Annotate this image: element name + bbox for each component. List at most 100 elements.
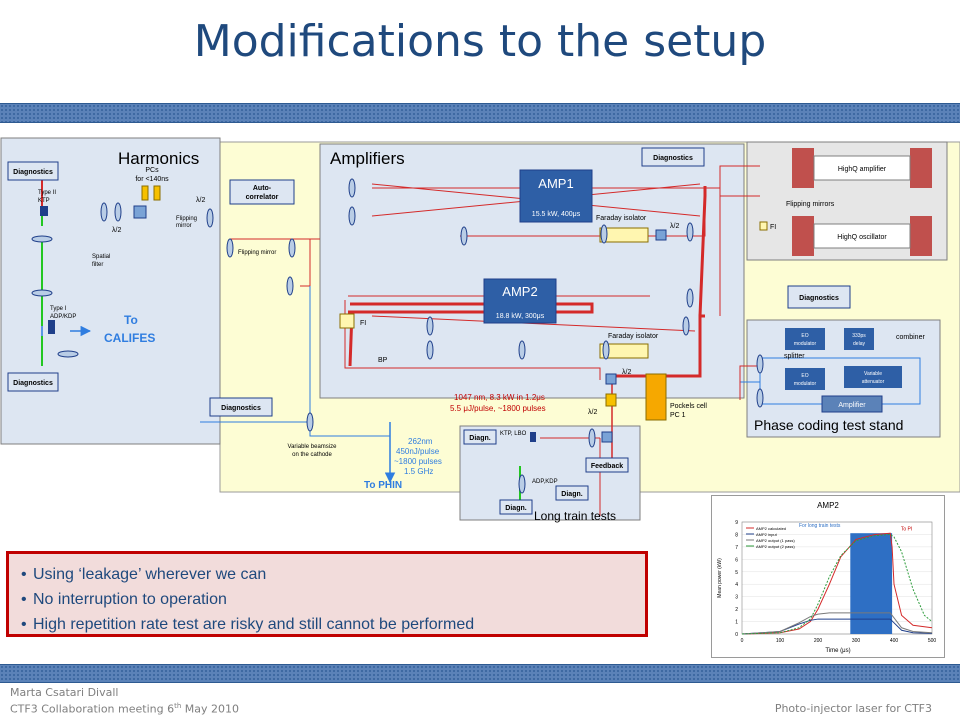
polarizer-amp1: [655, 229, 667, 241]
pockels-cell: [645, 373, 667, 421]
diagram-label: ~1800 pulses: [394, 457, 442, 466]
diagram-shape: [785, 328, 825, 350]
bullet-item: High repetition rate test are risky and …: [21, 612, 635, 637]
diagram-label: BP: [378, 357, 388, 364]
diagram-label: KTP, LBO: [500, 431, 527, 437]
footer-meeting-suffix: May 2010: [181, 702, 240, 716]
diagram-label: 1047 nm, 8.3 kW in 1.2μs: [454, 393, 545, 402]
chart-y-tick-label: 5: [735, 570, 738, 576]
diagram-label: Variable: [864, 371, 882, 377]
long-train-title: Long train tests: [534, 509, 616, 523]
amp-diagnostics-box: Diagnostics: [641, 147, 705, 167]
optic-element: [756, 354, 764, 374]
diagram-label: 5.5 μJ/pulse, ~1800 pulses: [450, 404, 546, 413]
chart-x-tick-label: 300: [852, 638, 861, 644]
optic-element: [518, 340, 526, 360]
diagram-label: To PHIN: [364, 480, 402, 491]
highq-fi: [759, 221, 768, 231]
diagram-label: HighQ oscillator: [837, 234, 887, 241]
diagram-label: ADP/KDP: [50, 314, 76, 320]
pc-cell-2: [153, 185, 161, 201]
lens-3: [57, 350, 79, 358]
diagram-shape: [348, 302, 594, 314]
bullet-box: Using ‘leakage’ wherever we can No inter…: [6, 551, 648, 637]
footer-right: Photo-injector laser for CTF3: [774, 702, 932, 715]
diagram-label: 450nJ/pulse: [396, 447, 440, 456]
chart-x-tick-label: 200: [814, 638, 823, 644]
diagram-label: Diagnostics: [653, 155, 693, 162]
diagram-label: PC 1: [670, 412, 686, 419]
faraday-isolator-1: [599, 227, 649, 243]
highq-diagnostics-box: Diagnostics: [787, 285, 851, 309]
eo-modulator-2: EO modulator: [785, 368, 825, 390]
harmonics-title: Harmonics: [118, 149, 199, 168]
diagram-label: KTP: [38, 198, 50, 204]
diagram-label: 18.8 kW, 300μs: [496, 313, 545, 320]
diagram-label: EO: [801, 333, 808, 339]
diagram-label: Flipping: [176, 216, 197, 222]
optic-element: [114, 202, 122, 222]
diagram-label: mirror: [176, 223, 192, 229]
diagram-shape: [519, 169, 593, 223]
optic-element: [686, 222, 694, 242]
optic-element: [518, 474, 526, 494]
diagram-label: FI: [360, 320, 366, 327]
diagram-shape: [698, 186, 707, 317]
page-title: Modifications to the setup: [193, 16, 767, 67]
diagram-shape: [309, 286, 390, 437]
chart-title: AMP2: [817, 501, 839, 510]
ktp-lbo-crystal: [530, 432, 536, 442]
diagram-shape: [821, 395, 883, 413]
optic-element: [286, 276, 294, 296]
variable-attenuator: Variable attenuator: [844, 366, 902, 388]
optic-element: [686, 288, 694, 308]
diagram-label: Diagnostics: [13, 169, 53, 176]
eo-modulator-1: EO modulator: [785, 328, 825, 350]
diagram-label: λ/2: [588, 409, 597, 416]
adp-crystal: [48, 320, 55, 334]
highq-amp-end-left: [792, 148, 814, 188]
diagram-label: Diagn.: [561, 491, 582, 498]
optic-element: [460, 226, 468, 246]
diagram-label: Type II: [38, 190, 56, 196]
chart-y-tick-label: 8: [735, 532, 738, 538]
optic-element: [600, 224, 608, 244]
diagram-shape: [739, 365, 760, 400]
optic-element: [348, 206, 356, 226]
footer-author: Marta Csatari Divall: [10, 686, 119, 699]
lens-2: [31, 289, 53, 297]
chart-x-tick-label: 0: [741, 638, 744, 644]
chart-legend-label: AMP2 output (2 pass): [756, 544, 795, 549]
chart-legend-label: AMP2 output (1 pass): [756, 538, 795, 543]
highq-amp-end-right: [910, 148, 932, 188]
diagnostics-box-bottom: Diagnostics: [7, 372, 59, 392]
diagram-label: Pockels cell: [670, 403, 707, 410]
diagram-label: Variable beamsize: [288, 444, 338, 450]
long-train-diagn-2: Diagn.: [555, 485, 589, 501]
diagnostics-box-top: Diagnostics: [7, 161, 59, 181]
highq-osc-end-right: [910, 216, 932, 256]
optic-element: [206, 208, 214, 228]
diagram-label: EO: [801, 373, 808, 379]
diagram-label: λ/2: [196, 197, 205, 204]
amp2-block: AMP2 18.8 kW, 300μs: [483, 278, 557, 324]
diagram-label: Diagnostics: [221, 405, 261, 412]
polarizer-long-train: [601, 431, 613, 443]
beam-paths: [41, 165, 921, 516]
chart-y-tick-label: 2: [735, 607, 738, 613]
chart-y-tick-label: 6: [735, 557, 738, 563]
feedback-box: Feedback: [585, 457, 629, 473]
optic-element: [426, 316, 434, 336]
chart-y-tick-label: 7: [735, 545, 738, 551]
faraday-isolator-2: [599, 343, 649, 359]
diagram-label: modulator: [794, 341, 817, 347]
optic-element: [602, 340, 610, 360]
diagram-shape: [719, 165, 760, 316]
optic-element: [348, 178, 356, 198]
diagram-shape: [209, 397, 273, 417]
optic-element: [682, 316, 690, 336]
diagram-label: correlator: [246, 194, 279, 201]
diagram-shape: [585, 457, 629, 473]
highq-osc-body: [813, 223, 911, 249]
